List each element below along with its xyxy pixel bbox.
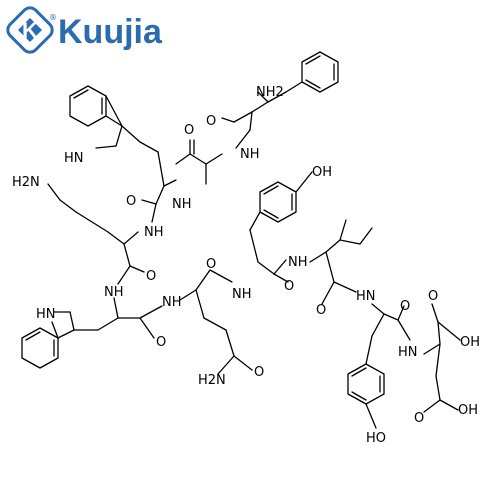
- phe-residue: [221, 81, 303, 149]
- label-acid-oh1: OH: [460, 335, 480, 350]
- label-o: O: [146, 269, 156, 284]
- label-hn: HN: [398, 345, 418, 360]
- label-h2n-lys: H2N: [12, 175, 40, 190]
- kuujia-logo-k-icon: K: [6, 6, 54, 54]
- trp-top-indole: [69, 85, 165, 223]
- phenyl-ring: [301, 51, 339, 93]
- label-oh-tyr-bottom: HO: [366, 431, 386, 446]
- label-nh: NH: [172, 197, 192, 212]
- tyr-top-residue: [249, 171, 313, 283]
- label-o: O: [126, 194, 136, 209]
- label-o: O: [316, 303, 326, 318]
- brand-name: Kuujia: [58, 13, 163, 51]
- asp-residue: [423, 303, 461, 413]
- label-o: O: [414, 411, 424, 426]
- label-o: O: [428, 289, 438, 304]
- tyr-bottom-residue: [347, 303, 411, 429]
- gln-residue: [179, 269, 253, 375]
- label-hn-indole-bottom: HN: [36, 307, 56, 322]
- label-o: O: [184, 123, 194, 138]
- label-nh: NH: [144, 225, 164, 240]
- label-nh: NH: [288, 255, 308, 270]
- label-o: O: [206, 114, 216, 129]
- lys-residue: [47, 183, 145, 285]
- label-acid-oh2: OH: [458, 403, 478, 418]
- label-o: O: [206, 257, 216, 272]
- brand-logo: K Kuujia ®: [6, 6, 163, 54]
- registered-mark: ®: [49, 13, 57, 22]
- label-h2n-gln: H2N: [198, 373, 226, 388]
- label-nh: HN: [356, 289, 376, 304]
- ala-residue: [163, 139, 223, 187]
- label-hn-indole-top: HN: [64, 151, 84, 166]
- ile-residue: [309, 219, 373, 305]
- label-nh: NH: [232, 287, 252, 302]
- label-nh: NH: [240, 147, 260, 162]
- label-o: O: [284, 279, 294, 294]
- label-nh: NH: [162, 295, 182, 310]
- label-o: O: [400, 299, 410, 314]
- label-oh-tyr-top: OH: [312, 165, 332, 180]
- label-nh: NH: [104, 285, 124, 300]
- label-o: O: [156, 335, 166, 350]
- label-nh2-phe: NH2: [256, 85, 284, 100]
- svg-text:K: K: [22, 18, 38, 43]
- trp-bottom-indole: [21, 297, 163, 369]
- label-o: O: [254, 365, 264, 380]
